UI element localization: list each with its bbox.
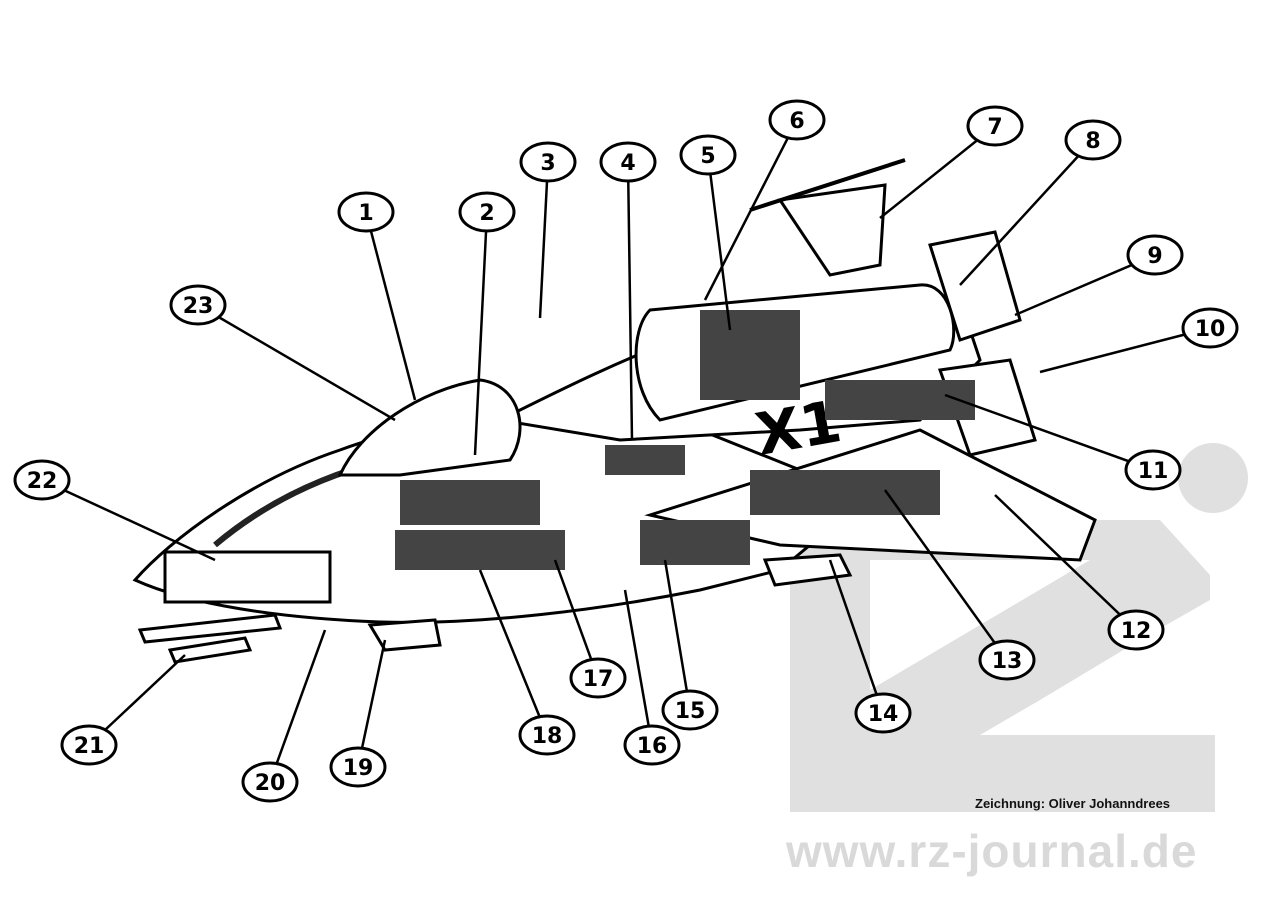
callout-circle-10 [1181, 307, 1239, 349]
callout-9: 9 [1126, 234, 1184, 276]
callout-19: 19 [329, 746, 387, 788]
callout-circle-6 [768, 99, 826, 141]
callout-15: 15 [661, 689, 719, 731]
callout-17: 17 [569, 657, 627, 699]
callout-leader-16 [623, 589, 654, 746]
callout-leader-4 [626, 161, 634, 441]
callout-leader-19 [356, 639, 387, 768]
callout-4: 4 [599, 141, 657, 183]
callout-leader-8 [959, 139, 1094, 286]
callout-3: 3 [519, 141, 577, 183]
callout-number-3: 3 [540, 151, 555, 176]
callout-circle-8 [1064, 119, 1122, 161]
callout-circle-23 [169, 284, 227, 326]
callout-number-4: 4 [620, 151, 635, 176]
callout-circle-11 [1124, 449, 1182, 491]
callout-number-2: 2 [479, 201, 494, 226]
callout-number-20: 20 [255, 771, 286, 796]
callout-number-23: 23 [183, 294, 214, 319]
callout-number-15: 15 [675, 699, 706, 724]
callout-leader-2 [473, 211, 489, 456]
callout-circle-21 [60, 724, 118, 766]
callout-leader-23 [197, 303, 396, 422]
callout-number-7: 7 [987, 115, 1002, 140]
callout-circle-17 [569, 657, 627, 699]
callout-number-12: 12 [1121, 619, 1152, 644]
callout-11: 11 [1124, 449, 1182, 491]
callout-8: 8 [1064, 119, 1122, 161]
callout-leader-18 [478, 569, 549, 736]
callout-10: 10 [1181, 307, 1239, 349]
callout-leader-5 [706, 154, 732, 331]
callout-21: 21 [60, 724, 118, 766]
callout-circle-7 [966, 105, 1024, 147]
callout-circle-13 [978, 639, 1036, 681]
callout-circle-9 [1126, 234, 1184, 276]
callout-leader-15 [663, 559, 692, 711]
callout-number-8: 8 [1085, 129, 1100, 154]
callout-leader-20 [268, 629, 327, 783]
callout-circle-19 [329, 746, 387, 788]
callout-number-5: 5 [700, 144, 715, 169]
callout-22: 22 [13, 459, 71, 501]
watermark-logo-cut [870, 560, 1090, 690]
callout-leader-13 [883, 489, 1009, 661]
callout-leader-14 [828, 559, 885, 714]
callout-number-19: 19 [343, 756, 374, 781]
callout-circle-22 [13, 459, 71, 501]
callout-6: 6 [768, 99, 826, 141]
callout-12: 12 [1107, 609, 1165, 651]
callout-2: 2 [458, 191, 516, 233]
callout-14: 14 [854, 692, 912, 734]
callout-20: 20 [241, 761, 299, 803]
callout-number-1: 1 [358, 201, 373, 226]
callout-leader-6 [703, 119, 799, 301]
callout-leaders [41, 119, 1211, 783]
callout-number-21: 21 [74, 734, 105, 759]
callout-circle-15 [661, 689, 719, 731]
callout-16: 16 [623, 724, 681, 766]
callout-leader-7 [879, 125, 996, 219]
callout-circle-2 [458, 191, 516, 233]
callout-23: 23 [169, 284, 227, 326]
detail-panels [395, 310, 975, 570]
callout-circle-20 [241, 761, 299, 803]
callout-number-11: 11 [1138, 459, 1169, 484]
callout-leader-3 [538, 161, 550, 319]
callout-leader-22 [41, 478, 216, 562]
callout-leader-12 [994, 494, 1137, 631]
callout-number-9: 9 [1147, 244, 1162, 269]
callout-number-13: 13 [992, 649, 1023, 674]
callout-circle-1 [337, 191, 395, 233]
callout-leader-11 [944, 393, 1154, 472]
website-watermark: www.rz-journal.de [786, 825, 1198, 877]
callout-circle-16 [623, 724, 681, 766]
callout-13: 13 [978, 639, 1036, 681]
callout-circle-5 [679, 134, 737, 176]
callout-leader-10 [1039, 326, 1211, 374]
callout-number-10: 10 [1195, 317, 1226, 342]
callout-1: 1 [337, 191, 395, 233]
callout-number-14: 14 [868, 702, 899, 727]
callout-number-22: 22 [27, 469, 58, 494]
callout-circle-12 [1107, 609, 1165, 651]
callout-18: 18 [518, 714, 576, 756]
callout-leader-1 [364, 211, 417, 401]
drawing-credit: Zeichnung: Oliver Johanndrees [975, 796, 1171, 811]
callout-number-16: 16 [637, 734, 668, 759]
callout-7: 7 [966, 105, 1024, 147]
callout-circle-4 [599, 141, 657, 183]
callout-circle-18 [518, 714, 576, 756]
callout-circle-14 [854, 692, 912, 734]
callout-number-18: 18 [532, 724, 563, 749]
callout-5: 5 [679, 134, 737, 176]
callout-number-6: 6 [789, 109, 804, 134]
callout-circle-3 [519, 141, 577, 183]
callout-number-17: 17 [583, 667, 614, 692]
